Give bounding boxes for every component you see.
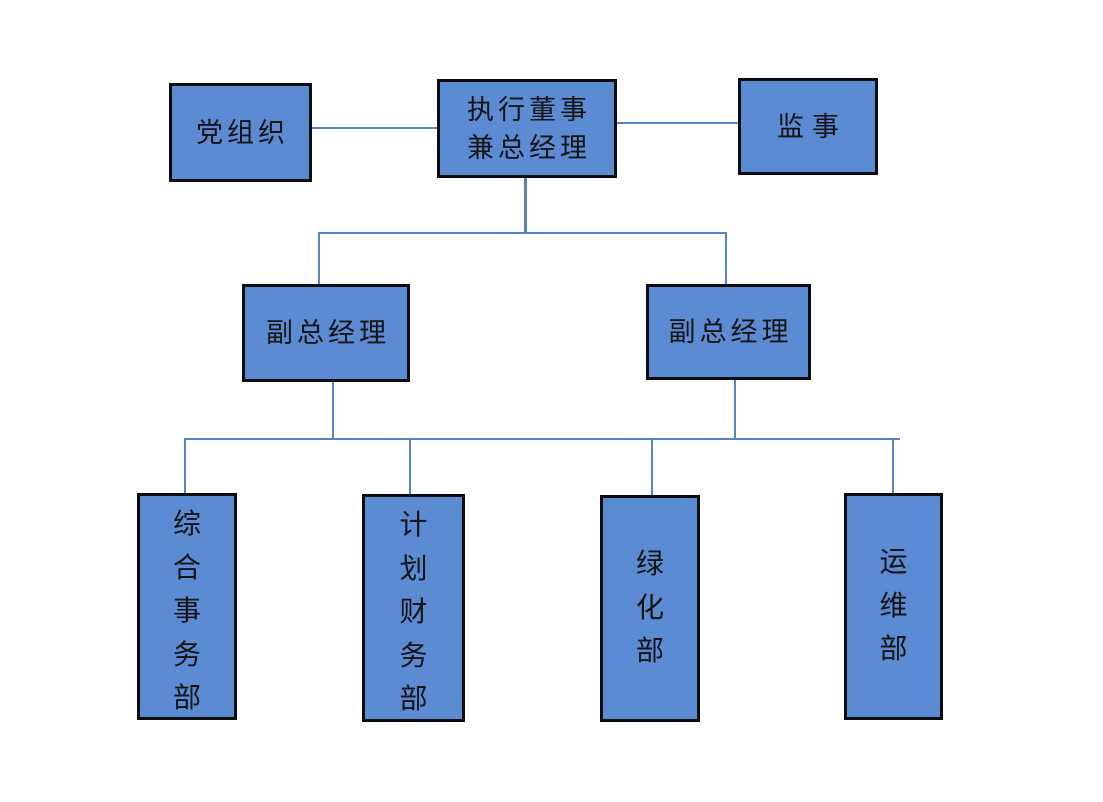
node-label: 副总经理 bbox=[668, 317, 793, 347]
node-label-line1: 执行董事 bbox=[467, 94, 591, 125]
connector-drop-dept4 bbox=[892, 438, 894, 493]
node-label: 综合事务部 bbox=[172, 509, 201, 714]
node-dept-planning-finance: 计划财务部 bbox=[362, 494, 465, 722]
connector-drop-dept3 bbox=[651, 438, 653, 495]
node-label: 党组织 bbox=[196, 117, 289, 148]
node-dept-operations: 运维部 bbox=[844, 493, 943, 720]
node-executive-director-gm: 执行董事 兼总经理 bbox=[437, 79, 617, 178]
connector-level2-horizontal bbox=[318, 232, 727, 234]
node-label: 计划财务部 bbox=[399, 510, 428, 715]
connector-party-exec bbox=[312, 127, 437, 129]
node-party-organization: 党组织 bbox=[169, 83, 312, 182]
connector-level3-horizontal bbox=[184, 438, 900, 440]
node-deputy-gm-right: 副总经理 bbox=[646, 284, 811, 380]
connector-vice-right-down bbox=[734, 380, 736, 440]
node-deputy-gm-left: 副总经理 bbox=[242, 284, 410, 382]
node-label-line2: 兼总经理 bbox=[467, 132, 591, 163]
connector-drop-vice-right bbox=[725, 232, 727, 284]
node-label: 副总经理 bbox=[266, 318, 390, 348]
connector-exec-down bbox=[524, 178, 527, 234]
connector-vice-left-down bbox=[332, 382, 334, 440]
node-dept-greening: 绿化部 bbox=[600, 495, 700, 722]
connector-drop-vice-left bbox=[318, 232, 320, 284]
connector-drop-dept1 bbox=[184, 438, 186, 493]
node-label: 运维部 bbox=[879, 547, 908, 666]
connector-drop-dept2 bbox=[409, 438, 411, 494]
connector-exec-supervisor bbox=[617, 122, 738, 124]
node-label: 监事 bbox=[777, 111, 847, 142]
node-label: 绿化部 bbox=[635, 549, 664, 668]
node-supervisor: 监事 bbox=[738, 78, 878, 175]
node-dept-general-affairs: 综合事务部 bbox=[137, 493, 237, 720]
